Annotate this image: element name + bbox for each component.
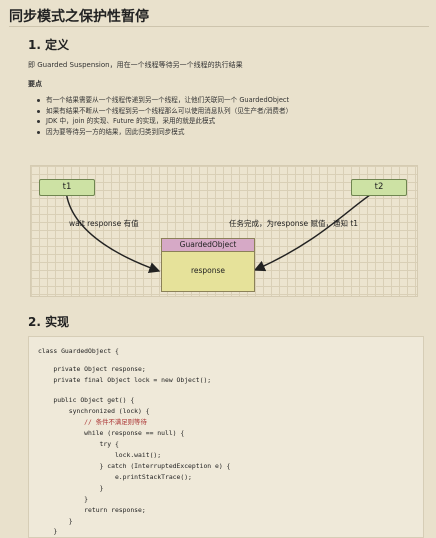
guarded-object-diagram: t1 t2 wait response 有值 任务完成，为response 赋值… <box>30 165 418 297</box>
points-label: 要点 <box>28 80 42 88</box>
definition-text: 即 Guarded Suspension，用在一个线程等待另一个线程的执行结果 <box>28 61 243 69</box>
code-line: try { <box>38 440 119 448</box>
section-1-heading: 1. 定义 <box>28 38 70 52</box>
arrow-t1-to-guardedobject <box>65 190 161 273</box>
code-line: } catch (InterruptedException e) { <box>38 462 231 470</box>
code-block: class GuardedObject { private Object res… <box>28 336 424 538</box>
code-line: } <box>38 517 73 525</box>
code-line: while (response == null) { <box>38 429 185 437</box>
guardedobject-class-box: GuardedObject response <box>161 238 255 292</box>
page-title: 同步模式之保护性暂停 <box>9 9 149 25</box>
class-name: GuardedObject <box>162 239 254 252</box>
code-line: e.printStackTrace(); <box>38 473 192 481</box>
code-line: } <box>38 495 89 503</box>
edge-label-t2: 任务完成，为response 赋值，通知 t1 <box>229 219 359 228</box>
code-comment: // 条件不满足则等待 <box>38 418 147 426</box>
list-item: 有一个结果需要从一个线程传递到另一个线程，让他们关联同一个 GuardedObj… <box>28 95 292 106</box>
code-line: } <box>38 484 104 492</box>
code-line: lock.wait(); <box>38 451 162 459</box>
code-line: synchronized (lock) { <box>38 407 150 415</box>
points-list: 有一个结果需要从一个线程传递到另一个线程，让他们关联同一个 GuardedObj… <box>28 95 292 137</box>
title-divider <box>9 26 429 27</box>
thread-t1-node: t1 <box>39 179 95 196</box>
list-item: JDK 中，join 的实现、Future 的实现，采用的就是此模式 <box>28 116 292 127</box>
list-item: 因为要等待另一方的结果，因此归类到同步模式 <box>28 127 292 138</box>
code-line: return response; <box>38 506 146 514</box>
thread-t2-node: t2 <box>351 179 407 196</box>
edge-label-t1: wait response 有值 <box>69 219 139 228</box>
arrow-t2-to-guardedobject <box>253 190 377 272</box>
diagram-arrows <box>65 190 377 273</box>
code-line: private Object response; <box>38 365 146 373</box>
code-line: class GuardedObject { <box>38 347 119 355</box>
code-line: public Object get() { <box>38 396 135 404</box>
code-line: private final Object lock = new Object()… <box>38 376 212 384</box>
list-item: 如果有结果不断从一个线程到另一个线程那么可以使用消息队列（见生产者/消费者） <box>28 106 292 117</box>
section-2-heading: 2. 实现 <box>28 315 70 329</box>
class-field: response <box>190 266 226 275</box>
code-line: } <box>38 527 58 535</box>
